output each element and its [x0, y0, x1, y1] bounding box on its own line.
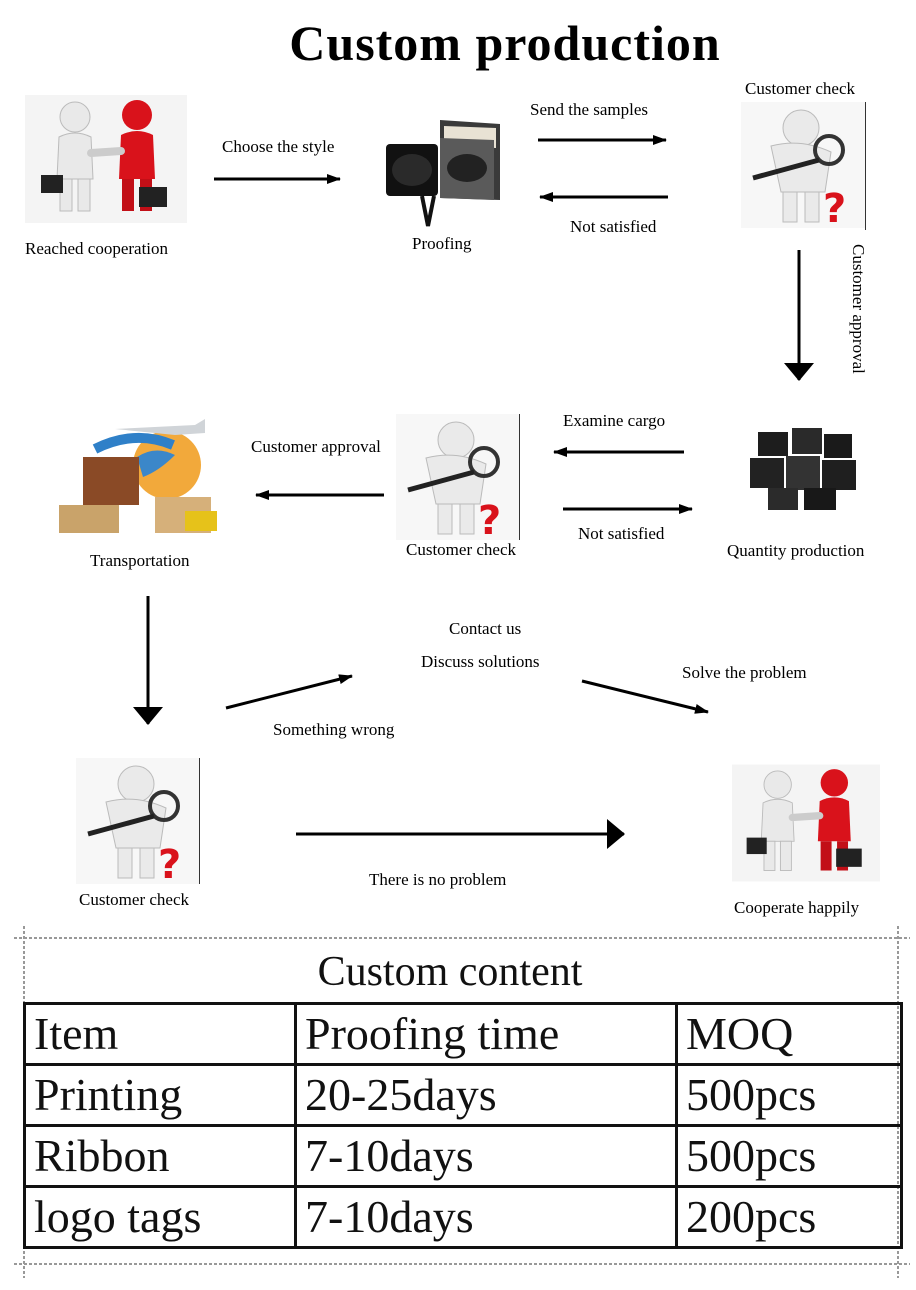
- boxes-stack-icon: [748, 424, 858, 519]
- node-quantity-production: Quantity production: [727, 541, 865, 560]
- table-cell: 500pcs: [675, 1124, 903, 1188]
- arrow-solve-problem: [581, 679, 709, 714]
- table-title: Custom content: [317, 949, 583, 995]
- table-cell: logo tags: [23, 1185, 297, 1249]
- table-cell: Printing: [23, 1063, 297, 1127]
- magnifier-person-icon: ?: [396, 414, 520, 545]
- arrow-something-wrong: [225, 674, 353, 710]
- edge-customer-approval-2: Customer approval: [251, 437, 381, 456]
- node-customer-check-3: Customer check: [79, 890, 189, 909]
- divider-line: [865, 102, 866, 230]
- gift-box-icon: [382, 118, 502, 233]
- magnifier-person-icon: ?: [741, 102, 865, 233]
- divider-line: [519, 414, 520, 540]
- table-header-cell: Proofing time: [294, 1002, 678, 1066]
- page-title: Custom production: [289, 15, 721, 71]
- node-customer-check-2: Customer check: [406, 540, 516, 559]
- svg-text:?: ?: [158, 842, 181, 884]
- table-cell: 200pcs: [675, 1185, 903, 1249]
- node-transportation: Transportation: [90, 551, 190, 570]
- custom-content-table: Item Proofing time MOQ Printing 20-25day…: [23, 1002, 903, 1249]
- table-header-cell: MOQ: [675, 1002, 903, 1066]
- edge-not-satisfied-1: Not satisfied: [570, 217, 657, 236]
- handshake-illustration: [732, 760, 880, 891]
- table-cell: 20-25days: [294, 1063, 678, 1127]
- table-header-cell: Item: [23, 1002, 297, 1066]
- edge-solve-problem: Solve the problem: [682, 663, 807, 682]
- node-cooperate-happily: Cooperate happily: [734, 898, 860, 917]
- node-customer-check-1: Customer check: [745, 79, 855, 98]
- edge-examine-cargo: Examine cargo: [563, 411, 666, 430]
- edge-send-samples: Send the samples: [530, 100, 649, 119]
- table-cell: 7-10days: [294, 1124, 678, 1188]
- table-cell: 7-10days: [294, 1185, 678, 1249]
- table-row: logo tags 7-10days 200pcs: [23, 1185, 903, 1249]
- flow-arrows: [133, 135, 814, 849]
- magnifier-person-icon: ?: [76, 758, 200, 889]
- logistics-icon: [55, 405, 225, 545]
- divider-line: [199, 758, 200, 884]
- node-reached-cooperation: Reached cooperation: [25, 239, 169, 258]
- node-contact-us: Contact us: [449, 619, 522, 638]
- edge-something-wrong: Something wrong: [273, 720, 395, 739]
- node-discuss-solutions: Discuss solutions: [421, 652, 540, 671]
- table-cell: 500pcs: [675, 1063, 903, 1127]
- table-header-row: Item Proofing time MOQ: [23, 1002, 903, 1066]
- node-proofing: Proofing: [412, 234, 472, 253]
- edge-not-satisfied-2: Not satisfied: [578, 524, 665, 543]
- svg-text:?: ?: [823, 186, 846, 228]
- table-row: Ribbon 7-10days 500pcs: [23, 1124, 903, 1188]
- table-row: Printing 20-25days 500pcs: [23, 1063, 903, 1127]
- svg-text:?: ?: [478, 498, 501, 540]
- edge-customer-approval-1: Customer approval: [849, 244, 868, 374]
- table-cell: Ribbon: [23, 1124, 297, 1188]
- edge-no-problem: There is no problem: [369, 870, 507, 889]
- edge-choose-style: Choose the style: [222, 137, 335, 156]
- handshake-illustration: [25, 95, 187, 228]
